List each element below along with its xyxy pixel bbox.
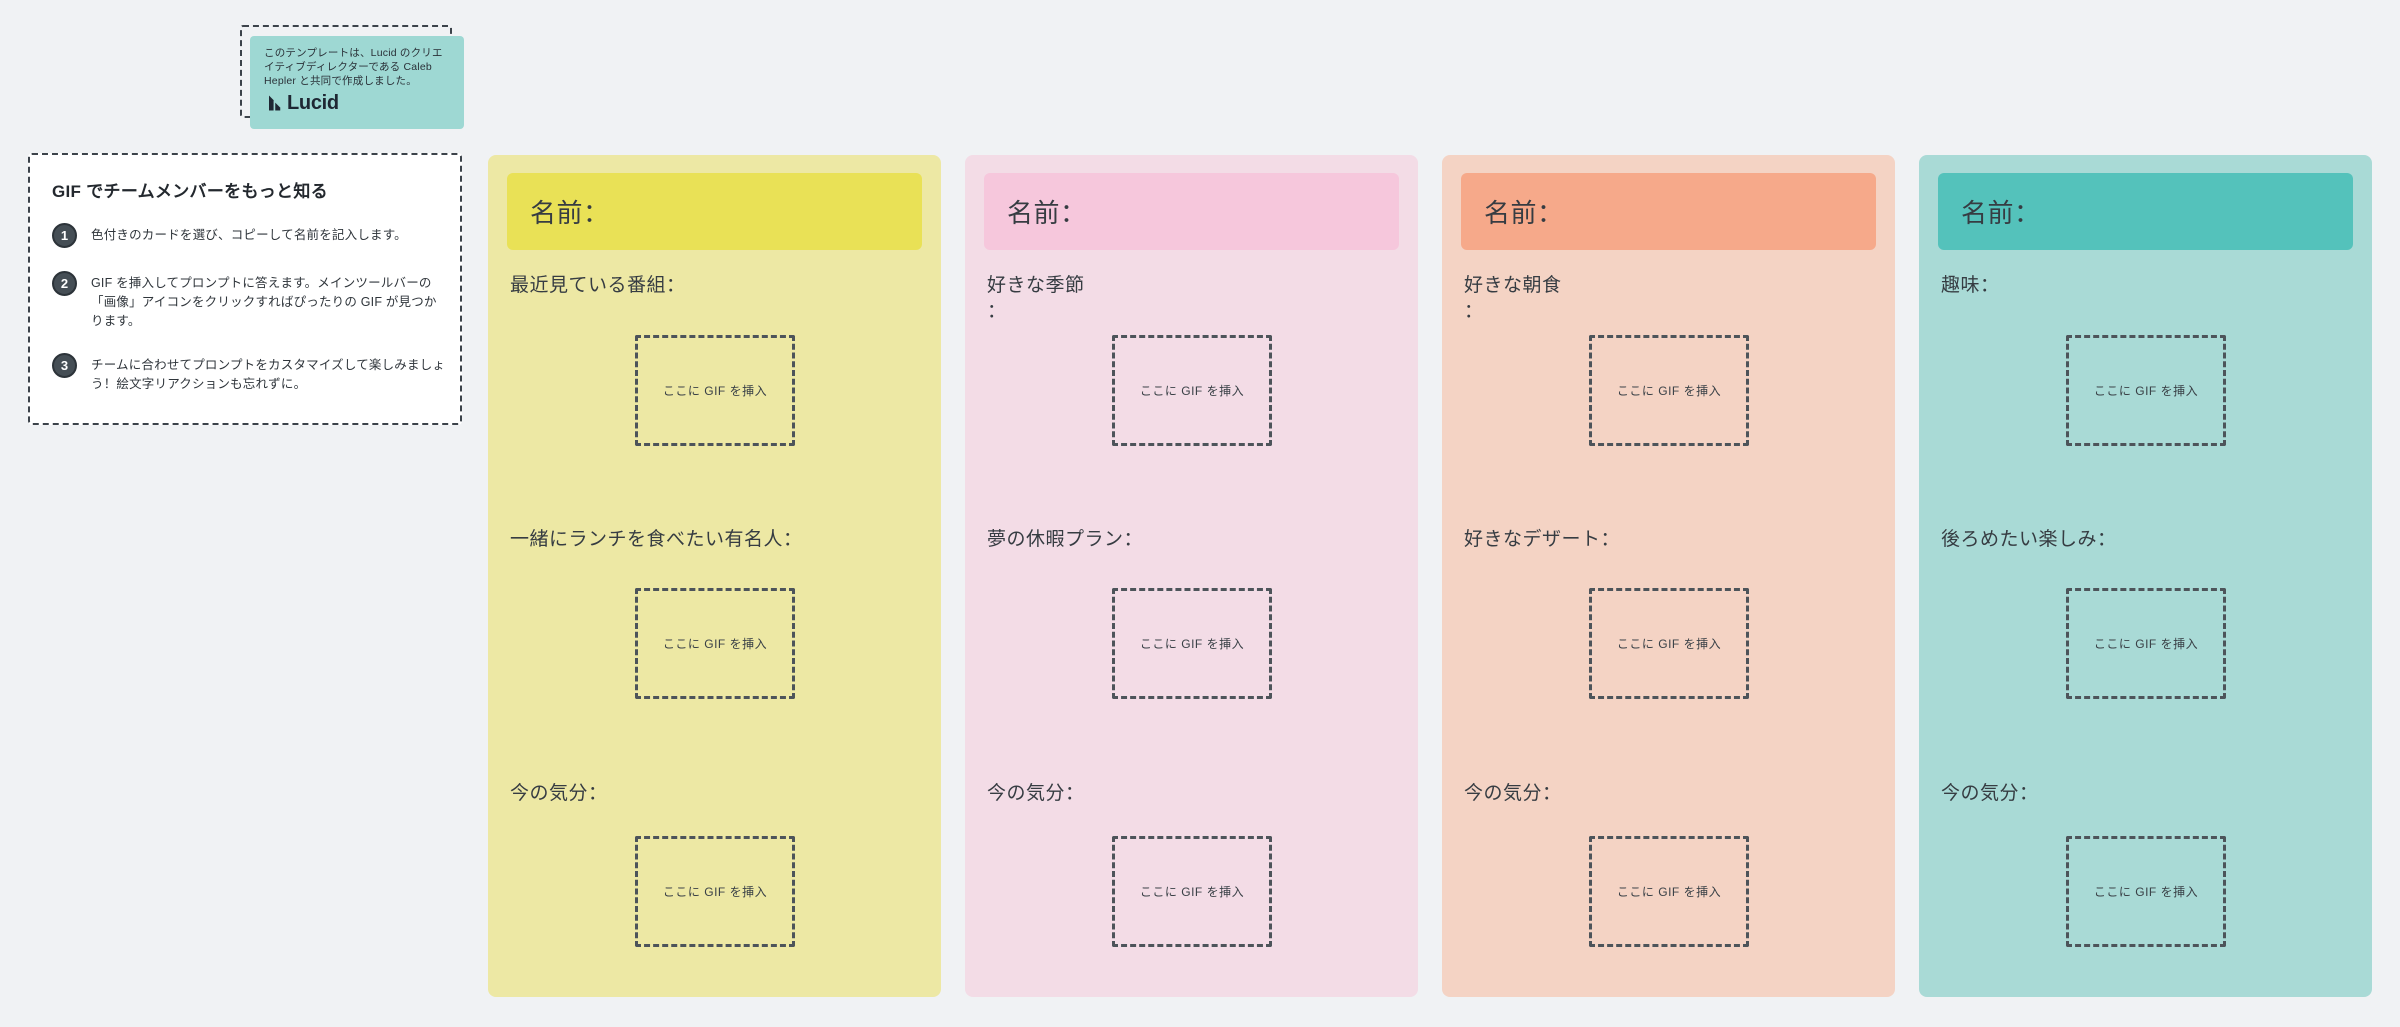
gif-placeholder-label: ここに GIF を挿入 [1139, 637, 1245, 651]
gif-placeholder-label: ここに GIF を挿入 [2093, 885, 2199, 899]
name-label: 名前： [530, 198, 610, 228]
profile-card-pink[interactable]: 名前： 好きな季節 ： ここに GIF を挿入 夢の休暇プラン： ここに GIF… [965, 155, 1418, 997]
gif-drop-zone[interactable]: ここに GIF を挿入 [1112, 836, 1272, 947]
gif-drop-zone[interactable]: ここに GIF を挿入 [635, 335, 795, 446]
name-label: 名前： [1484, 198, 1564, 228]
instructions-panel[interactable]: GIF でチームメンバーをもっと知る 1 色付きのカードを選び、コピーして名前を… [28, 153, 462, 425]
instruction-step-3: 3 チームに合わせてプロンプトをカスタマイズして楽しみましょう！絵文字リアクショ… [52, 353, 446, 394]
lucid-logo: Lucid [264, 92, 450, 115]
gif-drop-zone[interactable]: ここに GIF を挿入 [2066, 335, 2226, 446]
gif-drop-zone[interactable]: ここに GIF を挿入 [1589, 588, 1749, 699]
step-number-badge: 3 [52, 353, 77, 378]
gif-drop-zone[interactable]: ここに GIF を挿入 [1112, 335, 1272, 446]
prompt-label[interactable]: 好きな朝食 ： [1464, 275, 1562, 322]
badge-text: このテンプレートは、Lucid のクリエイティブディレクターである Caleb … [264, 47, 443, 88]
gif-placeholder-label: ここに GIF を挿入 [2093, 384, 2199, 398]
instructions-title: GIF でチームメンバーをもっと知る [52, 182, 328, 201]
gif-placeholder-label: ここに GIF を挿入 [2093, 637, 2199, 651]
prompt-label[interactable]: 夢の休暇プラン： [987, 529, 1144, 550]
instruction-step-2: 2 GIF を挿入してプロンプトに答えます。メインツールバーの「画像」アイコンを… [52, 271, 446, 330]
gif-drop-zone[interactable]: ここに GIF を挿入 [635, 588, 795, 699]
gif-placeholder-label: ここに GIF を挿入 [1616, 384, 1722, 398]
prompt-label[interactable]: 最近見ている番組： [510, 275, 686, 296]
prompt-label[interactable]: 趣味： [1941, 275, 2000, 296]
step-number-badge: 1 [52, 223, 77, 248]
gif-placeholder-label: ここに GIF を挿入 [662, 384, 768, 398]
gif-placeholder-label: ここに GIF を挿入 [1616, 637, 1722, 651]
lucid-logo-icon [269, 95, 281, 111]
prompt-label[interactable]: 今の気分： [510, 783, 608, 804]
name-label: 名前： [1007, 198, 1087, 228]
name-field[interactable]: 名前： [1461, 173, 1876, 250]
prompt-label[interactable]: 後ろめたい楽しみ： [1941, 529, 2117, 550]
lucid-logo-wordmark: Lucid [287, 91, 339, 114]
gif-drop-zone[interactable]: ここに GIF を挿入 [1112, 588, 1272, 699]
prompt-label[interactable]: 今の気分： [987, 783, 1085, 804]
badge-card[interactable]: このテンプレートは、Lucid のクリエイティブディレクターである Caleb … [250, 36, 464, 129]
profile-card-yellow[interactable]: 名前： 最近見ている番組： ここに GIF を挿入 一緒にランチを食べたい有名人… [488, 155, 941, 997]
instruction-step-1: 1 色付きのカードを選び、コピーして名前を記入します。 [52, 223, 446, 248]
gif-drop-zone[interactable]: ここに GIF を挿入 [2066, 588, 2226, 699]
gif-drop-zone[interactable]: ここに GIF を挿入 [2066, 836, 2226, 947]
step-text: GIF を挿入してプロンプトに答えます。メインツールバーの「画像」アイコンをクリ… [91, 276, 437, 328]
gif-drop-zone[interactable]: ここに GIF を挿入 [635, 836, 795, 947]
step-number-badge: 2 [52, 271, 77, 296]
name-field[interactable]: 名前： [507, 173, 922, 250]
gif-drop-zone[interactable]: ここに GIF を挿入 [1589, 335, 1749, 446]
profile-card-teal[interactable]: 名前： 趣味： ここに GIF を挿入 後ろめたい楽しみ： ここに GIF を挿… [1919, 155, 2372, 997]
prompt-label[interactable]: 好きな季節 ： [987, 275, 1085, 322]
gif-placeholder-label: ここに GIF を挿入 [1139, 885, 1245, 899]
gif-placeholder-label: ここに GIF を挿入 [662, 885, 768, 899]
prompt-label[interactable]: 一緒にランチを食べたい有名人： [510, 529, 803, 550]
profile-card-orange[interactable]: 名前： 好きな朝食 ： ここに GIF を挿入 好きなデザート： ここに GIF… [1442, 155, 1895, 997]
name-field[interactable]: 名前： [984, 173, 1399, 250]
prompt-label[interactable]: 今の気分： [1941, 783, 2039, 804]
name-field[interactable]: 名前： [1938, 173, 2353, 250]
step-text: 色付きのカードを選び、コピーして名前を記入します。 [91, 228, 407, 242]
prompt-label[interactable]: 今の気分： [1464, 783, 1562, 804]
gif-placeholder-label: ここに GIF を挿入 [1139, 384, 1245, 398]
lucid-attribution-badge[interactable]: このテンプレートは、Lucid のクリエイティブディレクターである Caleb … [240, 25, 466, 131]
gif-drop-zone[interactable]: ここに GIF を挿入 [1589, 836, 1749, 947]
gif-placeholder-label: ここに GIF を挿入 [662, 637, 768, 651]
gif-placeholder-label: ここに GIF を挿入 [1616, 885, 1722, 899]
step-text: チームに合わせてプロンプトをカスタマイズして楽しみましょう！絵文字リアクションも… [91, 358, 446, 391]
prompt-label[interactable]: 好きなデザート： [1464, 529, 1621, 550]
name-label: 名前： [1961, 198, 2041, 228]
